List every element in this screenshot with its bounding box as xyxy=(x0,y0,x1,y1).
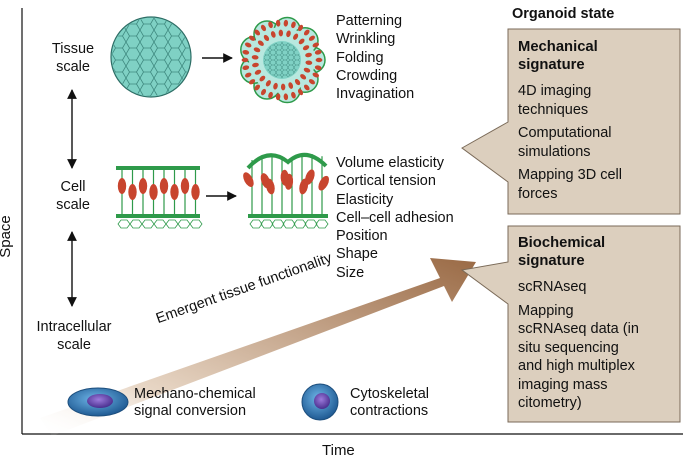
cytoskeletal-label: Cytoskeletal contractions xyxy=(350,386,429,420)
biochemical-title-line1: Biochemical xyxy=(518,235,606,251)
organoid-state-heading: Organoid state xyxy=(512,6,615,22)
cell-property: Size xyxy=(336,264,365,281)
intracellular-scale-label: Intracellular scale xyxy=(26,318,122,354)
mechano-line1: Mechano-chemical xyxy=(134,386,256,402)
tissue-scale-label: Tissue scale xyxy=(46,40,100,76)
biochemical-callout-content: Biochemical signature scRNAseq Mapping s… xyxy=(518,234,639,413)
tissue-properties-list: Patterning Wrinkling Folding Crowding In… xyxy=(336,12,414,103)
biochemical-item-line: scRNAseq xyxy=(518,279,587,295)
cytoskeletal-line2: contractions xyxy=(350,403,429,419)
mechanical-item-line: forces xyxy=(518,185,558,202)
organoid-flower-icon xyxy=(240,16,326,104)
folded-cell-layer-icon xyxy=(243,153,329,229)
biochemical-item: Mapping scRNAseq data (in situ sequencin… xyxy=(518,302,639,413)
mechano-chemical-label: Mechano-chemical signal conversion xyxy=(134,386,256,420)
y-axis-label: Space xyxy=(0,215,14,258)
tissue-property: Folding xyxy=(336,49,384,66)
round-cell-icon xyxy=(301,383,339,421)
tissue-scale-line1: Tissue xyxy=(51,41,95,57)
cell-scale-label: Cell scale xyxy=(50,178,96,214)
cell-property: Cortical tension xyxy=(336,173,436,190)
cell-property: Shape xyxy=(336,246,378,263)
biochemical-item: scRNAseq xyxy=(518,278,639,297)
biochemical-item-line: citometry) xyxy=(518,395,582,411)
intracellular-scale-line2: scale xyxy=(57,337,91,353)
tissue-property: Wrinkling xyxy=(336,31,396,48)
biochemical-callout xyxy=(460,225,681,423)
elongated-cell-icon xyxy=(67,387,129,417)
cell-property: Elasticity xyxy=(336,191,394,208)
mechanical-item-line: techniques xyxy=(518,101,589,118)
mechanical-title-line2: signature xyxy=(518,57,585,73)
cell-properties-list: Volume elasticity Cortical tension Elast… xyxy=(336,154,454,282)
cell-property: Cell–cell adhesion xyxy=(336,209,454,226)
mechanical-item-line: Computational xyxy=(518,125,612,141)
tissue-property: Crowding xyxy=(336,67,398,84)
cell-property: Volume elasticity xyxy=(336,155,444,171)
x-axis-label: Time xyxy=(322,442,355,458)
biochemical-item-line: imaging mass xyxy=(518,376,608,393)
tissue-scale-line2: scale xyxy=(56,59,90,75)
cell-property: Position xyxy=(336,228,388,245)
mechanical-item-line: Mapping 3D cell xyxy=(518,167,622,183)
emergent-functionality-arrow xyxy=(40,258,476,436)
cell-scale-line2: scale xyxy=(56,197,90,213)
cell-scale-line1: Cell xyxy=(60,179,86,195)
cytoskeletal-line1: Cytoskeletal xyxy=(350,386,429,402)
biochemical-item-line: and high multiplex xyxy=(518,358,635,374)
tissue-property: Patterning xyxy=(336,13,403,29)
biochemical-item-line: scRNAseq data (in xyxy=(518,321,639,337)
tissue-property: Invagination xyxy=(336,86,415,103)
intracellular-scale-line1: Intracellular xyxy=(36,319,112,335)
mechanical-title-line1: Mechanical xyxy=(518,39,598,55)
mechanical-item: Computational simulations xyxy=(518,124,622,161)
mechanical-item: 4D imaging techniques xyxy=(518,82,622,119)
biochemical-item-line: Mapping xyxy=(518,302,574,319)
mechanical-item-line: 4D imaging xyxy=(518,83,592,99)
cell-layer-icon xyxy=(116,166,203,229)
biochemical-title-line2: signature xyxy=(518,253,585,269)
mechanical-item-line: simulations xyxy=(518,143,591,160)
mechanical-callout-content: Mechanical signature 4D imaging techniqu… xyxy=(518,38,622,203)
mechanical-item: Mapping 3D cell forces xyxy=(518,166,622,203)
mechano-line2: signal conversion xyxy=(134,403,247,419)
mechanical-callout xyxy=(461,28,681,215)
tissue-disk-icon xyxy=(110,16,192,98)
axes xyxy=(21,8,683,435)
biochemical-item-line: situ sequencing xyxy=(518,339,619,356)
